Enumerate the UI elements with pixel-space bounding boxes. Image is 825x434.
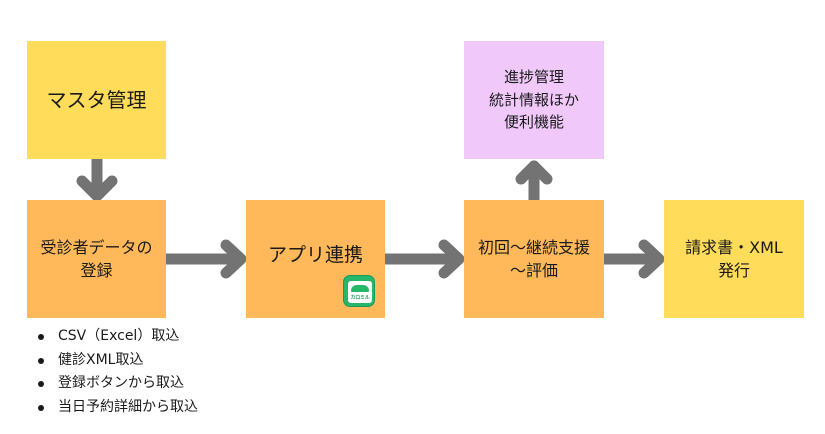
node-label: 請求書・XML 発行 (685, 237, 783, 280)
list-item-text: CSV（Excel）取込 (58, 328, 180, 344)
list-item: 当日予約詳細から取込 (38, 396, 198, 420)
node-progress-management: 進捗管理 統計情報ほか 便利機能 (464, 41, 604, 159)
import-methods-list: CSV（Excel）取込 健診XML取込 登録ボタンから取込 当日予約詳細から取… (38, 325, 198, 419)
node-master-management: マスタ管理 (27, 41, 166, 159)
bullet-icon (38, 404, 44, 411)
node-label: アプリ連携 (267, 244, 363, 267)
node-invoice-xml-issue: 請求書・XML 発行 (664, 200, 804, 318)
bullet-icon (38, 381, 44, 387)
list-item-text: 登録ボタンから取込 (58, 375, 184, 391)
list-item: 健診XML取込 (38, 349, 198, 373)
calomeal-app-icon: カロミル (343, 275, 375, 307)
app-icon-text: カロミル (350, 295, 370, 301)
list-item: 登録ボタンから取込 (38, 372, 198, 396)
bullet-icon (38, 357, 44, 364)
arrow-master-to-register (76, 153, 118, 202)
list-item-text: 当日予約詳細から取込 (58, 398, 198, 415)
bullet-icon (38, 334, 44, 340)
node-patient-data-registration: 受診者データの 登録 (27, 200, 166, 318)
list-item: CSV（Excel）取込 (38, 325, 198, 349)
arrow-support-to-progress (515, 160, 553, 206)
node-support-evaluation: 初回〜継続支援 〜評価 (464, 200, 604, 318)
node-label: 受診者データの 登録 (40, 237, 153, 280)
node-label: マスタ管理 (46, 87, 147, 112)
dome-icon (351, 285, 369, 292)
node-label: 進捗管理 統計情報ほか 便利機能 (488, 68, 579, 132)
list-item-text: 健診XML取込 (58, 351, 144, 368)
arrow-support-to-invoice (598, 239, 665, 279)
node-label: 初回〜継続支援 〜評価 (477, 237, 590, 280)
arrow-app-to-support (379, 239, 465, 279)
arrow-register-to-app (160, 239, 247, 279)
